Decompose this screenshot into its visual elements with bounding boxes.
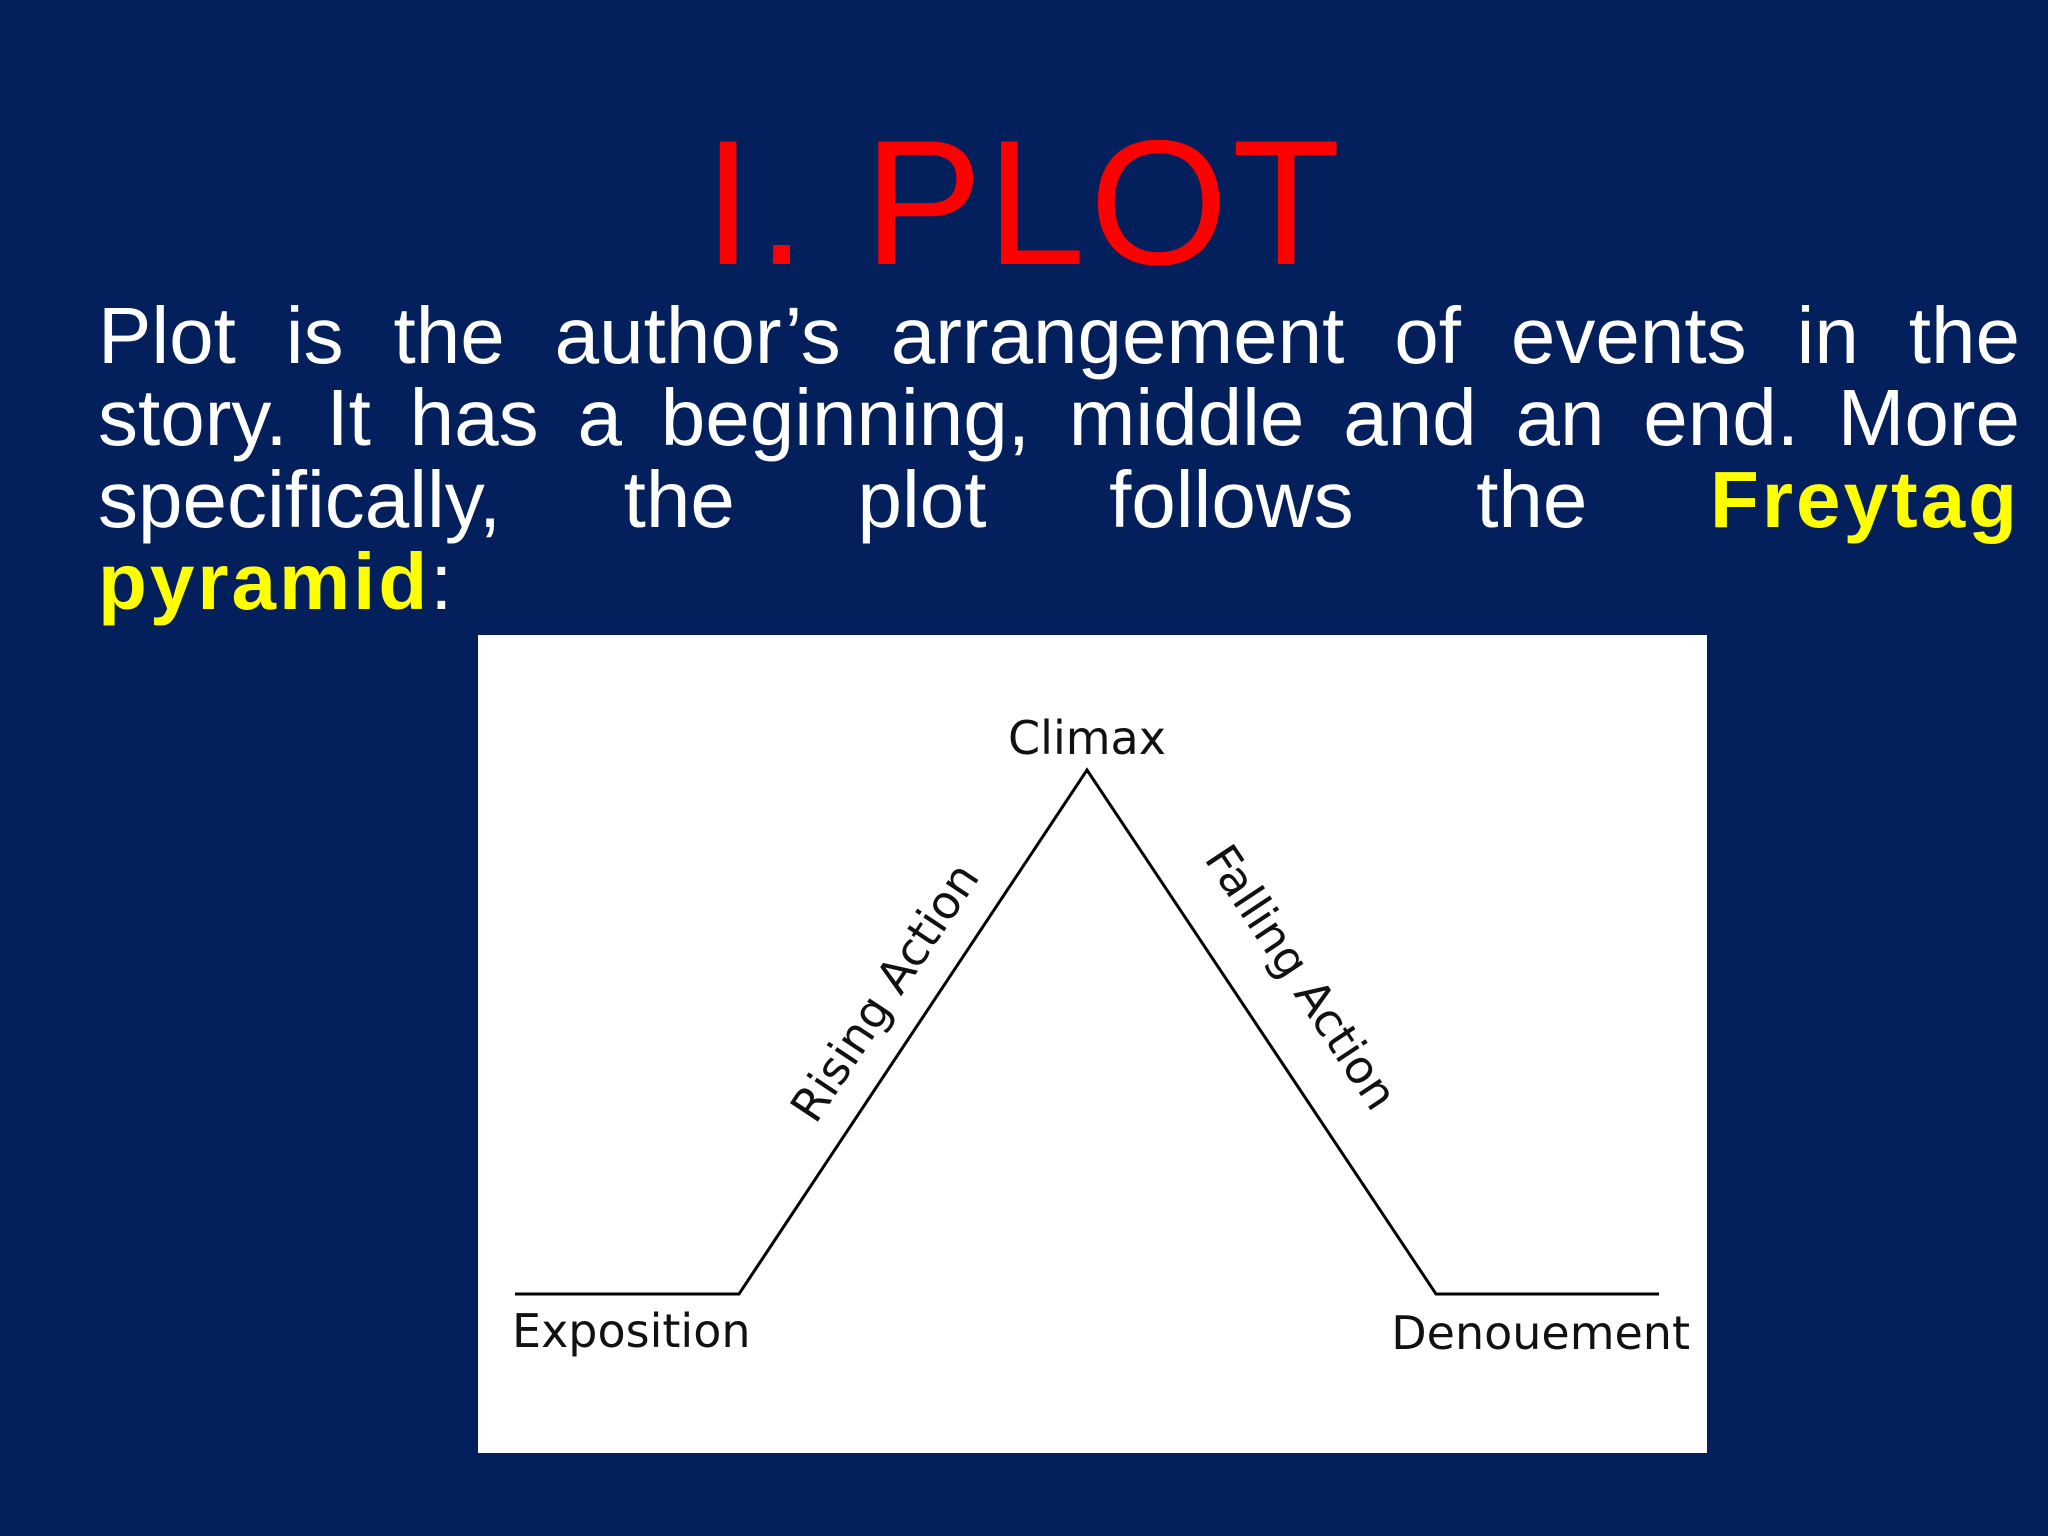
body-line-1: Plot is the author’s arrangement of even… [98, 291, 2020, 380]
freytag-pyramid-diagram: Climax Exposition Denouement Rising Acti… [478, 635, 1707, 1453]
rising-action-label: Rising Action [780, 853, 990, 1132]
slide-body-text: Plot is the author’s arrangement of even… [98, 295, 2020, 623]
pyramid-line [515, 767, 1659, 1296]
slide-title: I. PLOT [703, 103, 1345, 302]
body-line-3-text: specifically, the plot follows the [98, 455, 1588, 544]
freytag-term-part1: Freytag [1710, 455, 2020, 544]
body-line-4-colon: : [430, 537, 453, 626]
body-line-4: pyramid: [98, 541, 2020, 623]
freytag-pyramid-svg: Climax Exposition Denouement Rising Acti… [512, 711, 1690, 1360]
freytag-term-part2: pyramid [98, 537, 431, 626]
denouement-label: Denouement [1391, 1306, 1690, 1360]
body-line-2: story. It has a beginning, middle and an… [98, 373, 2020, 462]
climax-label: Climax [1008, 711, 1166, 765]
body-line-3: specifically, the plot follows the Freyt… [98, 459, 2020, 541]
exposition-label: Exposition [512, 1304, 751, 1358]
